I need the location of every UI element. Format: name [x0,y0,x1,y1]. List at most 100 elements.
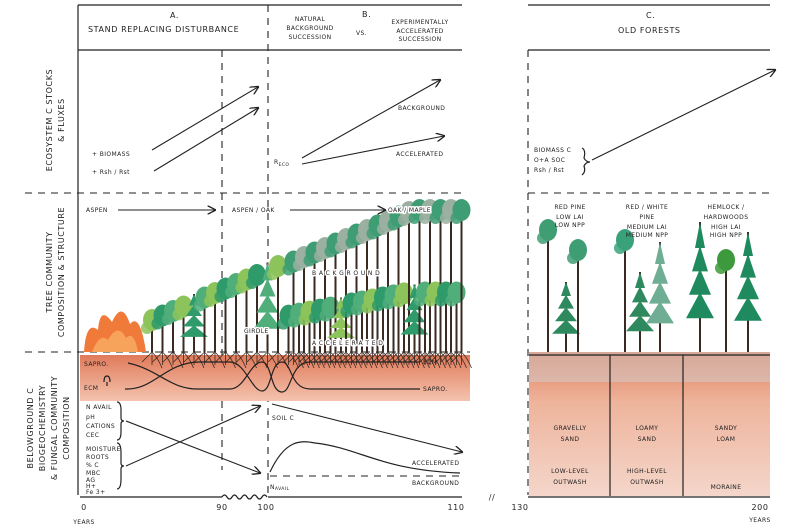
tree [734,232,762,369]
svg-text:& FLUXES: & FLUXES [57,98,66,142]
tree [646,242,674,369]
svg-text:VS.: VS. [356,30,367,37]
svg-text:N AVAIL: N AVAIL [86,404,112,411]
row-label-belowground: BELOWGROUND C BIOGEOCHEMISTRY & FUNGAL C… [26,376,71,480]
forest-metric: MEDIUM LAI [627,224,667,231]
svg-text:SAPRO.: SAPRO. [423,386,448,393]
svg-text:& FUNGAL COMMUNITY: & FUNGAL COMMUNITY [50,376,59,480]
svg-text:ACCELERATED: ACCELERATED [412,460,459,467]
soil-type: SAND [638,436,657,443]
svg-text:% C: % C [86,462,99,469]
svg-text:0: 0 [81,503,87,512]
tree [614,229,636,369]
old-forest-soils [529,352,770,496]
forest-name: HEMLOCK / [708,204,746,211]
svg-text:MOISTURE: MOISTURE [86,446,121,453]
belowground-chemistry: N AVAIL pH CATIONS CEC MOISTURE ROOTS % … [86,401,465,496]
fungal-community: SAPRO. ECM ECM SAPRO. [84,359,448,393]
forest-metric: HIGH LAI [711,224,741,231]
svg-text:MBC: MBC [86,470,101,477]
tree [686,222,714,369]
svg-text:BELOWGROUND C: BELOWGROUND C [26,388,35,469]
forest-metric: HIGH NPP [710,232,742,239]
soil-type: GRAVELLY [554,425,587,432]
tree [537,219,559,369]
svg-text:OAK / MAPLE: OAK / MAPLE [388,207,431,214]
svg-text:NATURAL: NATURAL [295,16,326,23]
svg-text:90: 90 [216,503,227,512]
svg-text:B A C K G R O U N D: B A C K G R O U N D [312,270,380,277]
tree [172,295,194,369]
tree [246,264,268,369]
forest-metric: MEDIUM NPP [626,232,669,239]
forest-metric: LOW NPP [555,222,585,229]
panel-a-title: STAND REPLACING DISTURBANCE [88,25,239,34]
soil-origin: LOW-LEVEL [551,468,589,475]
tree-row-labels: ASPEN ASPEN / OAK OAK / MAPLE B A C K G … [86,206,432,349]
soil-origin: MORAINE [711,484,742,491]
svg-text:SUCCESSION: SUCCESSION [289,34,332,41]
tree [327,297,355,369]
svg-text:Fe 3+: Fe 3+ [86,489,106,496]
svg-text:COMPOSITION: COMPOSITION [62,396,71,459]
svg-text:+ BIOMASS: + BIOMASS [92,151,130,158]
svg-text:ASPEN / OAK: ASPEN / OAK [232,207,275,214]
row-label-tree: TREE COMMUNITY COMPOSITION & STRUCTURE [45,207,66,337]
svg-text:BACKGROUND: BACKGROUND [286,25,333,32]
svg-text:ECM: ECM [423,359,437,366]
tree [450,199,472,369]
svg-text:BACKGROUND: BACKGROUND [398,105,445,112]
soil-type: SANDY [715,425,737,432]
svg-text:GIRDLE: GIRDLE [244,328,269,335]
tree [715,249,737,369]
svg-text:BIOGEOCHEMISTRY: BIOGEOCHEMISTRY [38,385,47,472]
panel-b-header: NATURAL BACKGROUND SUCCESSION B. VS. EXP… [286,10,448,43]
svg-text:SAPRO.: SAPRO. [84,361,109,368]
time-axis: 0 90 100 110 130 200 YEARS YEARS // [72,493,770,526]
svg-text:ACCELERATED: ACCELERATED [396,151,443,158]
svg-text:O+A SOC: O+A SOC [534,157,565,164]
svg-text:+ Rsh / Rst: + Rsh / Rst [92,169,130,176]
svg-text://: // [489,493,496,502]
svg-text:SOIL C: SOIL C [272,415,294,422]
soil-origin: OUTWASH [553,479,587,486]
forest-name: RED PINE [554,204,585,211]
svg-text:B.: B. [362,10,371,19]
forest-name: RED / WHITE [626,204,669,211]
svg-text:BACKGROUND: BACKGROUND [412,480,459,487]
svg-text:130: 130 [511,503,528,512]
svg-text:ROOTS: ROOTS [86,454,109,461]
svg-text:200: 200 [751,503,768,512]
soil-type: LOAM [717,436,736,443]
svg-text:COMPOSITION & STRUCTURE: COMPOSITION & STRUCTURE [57,207,66,337]
svg-text:CATIONS: CATIONS [86,423,115,430]
panel-c-title: OLD FORESTS [618,26,681,35]
row-label-ecosystem: ECOSYSTEM C STOCKS & FLUXES [45,69,66,171]
soil-type: LOAMY [636,425,659,432]
svg-text:EXPERIMENTALLY: EXPERIMENTALLY [391,19,448,26]
svg-text:H+: H+ [86,483,96,490]
svg-text:ECOSYSTEM C STOCKS: ECOSYSTEM C STOCKS [45,69,54,171]
svg-text:TREE COMMUNITY: TREE COMMUNITY [45,231,54,313]
svg-text:Rsh / Rst: Rsh / Rst [534,167,564,174]
soil-origin: OUTWASH [630,479,664,486]
svg-text:AG: AG [86,477,95,484]
svg-text:ECM: ECM [84,385,98,392]
forest-name: HARDWOODS [704,214,749,221]
svg-text:SUCCESSION: SUCCESSION [399,36,442,43]
svg-text:ACCELERATED: ACCELERATED [396,28,443,35]
tree [267,255,289,369]
forest-name: PINE [639,214,654,221]
svg-text:CEC: CEC [86,432,99,439]
fire [84,311,146,352]
soil-type: SAND [561,436,580,443]
svg-text:BIOMASS C: BIOMASS C [534,147,571,154]
svg-text:YEARS: YEARS [72,519,95,526]
svg-text:A C C E L E R A T E D: A C C E L E R A T E D [312,340,383,347]
svg-text:ASPEN: ASPEN [86,207,108,214]
tree-community [141,199,762,369]
